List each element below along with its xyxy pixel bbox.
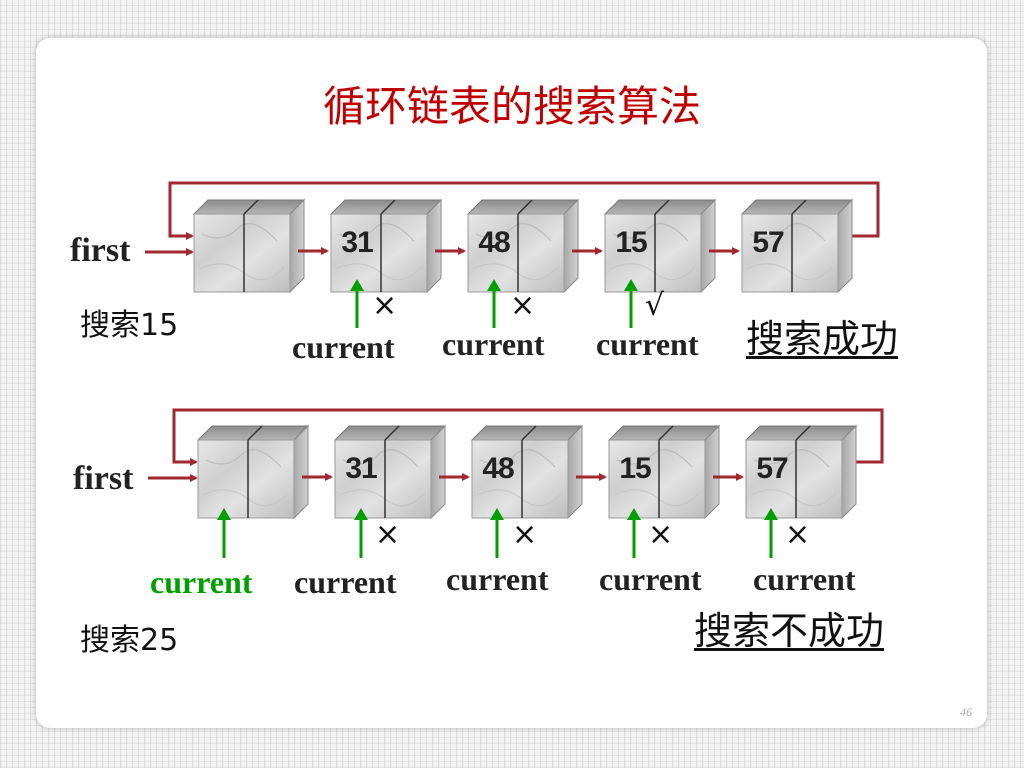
slide-panel <box>36 38 987 728</box>
bottom-mark-2: × <box>375 517 401 552</box>
bottom-node-2: 31 <box>333 424 447 520</box>
bottom-current-label-5: current <box>753 561 856 597</box>
bottom-circular-link <box>172 408 884 466</box>
top-current-pointer-1 <box>350 279 364 328</box>
top-search-label: 搜索15 <box>80 308 179 343</box>
page-number: 46 <box>960 705 972 719</box>
top-mark-1: × <box>372 288 398 323</box>
top-current-pointer-3 <box>624 279 638 328</box>
top-node-3: 48 <box>466 198 580 294</box>
bottom-node-2-value: 31 <box>345 452 377 485</box>
top-mark-3: √ <box>645 288 665 323</box>
bottom-node-1 <box>196 424 310 520</box>
bottom-current-label-2: current <box>294 564 397 600</box>
bottom-current-pointer-5 <box>764 508 778 558</box>
bottom-mark-5: × <box>785 517 811 552</box>
top-current-label-2: current <box>442 326 545 362</box>
top-result-label: 搜索成功 <box>746 317 899 361</box>
bottom-node-3: 48 <box>470 424 584 520</box>
top-node-3-value: 48 <box>478 226 510 259</box>
top-current-pointer-2 <box>487 279 501 328</box>
top-current-label-1: current <box>292 329 395 365</box>
bottom-search-label: 搜索25 <box>80 623 179 658</box>
top-node-5-value: 57 <box>752 226 784 259</box>
top-node-2: 31 <box>329 198 443 294</box>
top-list: 31 48 15 57 <box>145 181 880 328</box>
top-node-1 <box>192 198 306 294</box>
bottom-mark-4: × <box>648 517 674 552</box>
bottom-result-label: 搜索不成功 <box>694 609 885 653</box>
bottom-current-label-4: current <box>599 561 702 597</box>
bottom-current-pointer-2 <box>354 508 368 558</box>
bottom-mark-3: × <box>512 517 538 552</box>
top-first-label: first <box>70 232 131 269</box>
top-node-5: 57 <box>740 198 854 294</box>
top-mark-2: × <box>510 288 536 323</box>
bottom-first-label: first <box>73 460 134 497</box>
bottom-current-pointer-3 <box>490 508 504 558</box>
bottom-node-5: 57 <box>744 424 858 520</box>
bottom-node-5-value: 57 <box>756 452 788 485</box>
bottom-node-4: 15 <box>607 424 721 520</box>
top-node-4: 15 <box>603 198 717 294</box>
top-circular-link <box>168 181 880 240</box>
top-current-label-3: current <box>596 326 699 362</box>
bottom-list: 31 48 15 57 <box>148 408 884 558</box>
top-node-2-value: 31 <box>341 226 373 259</box>
bottom-current-pointer-1 <box>217 508 231 558</box>
bottom-current-pointer-4 <box>627 508 641 558</box>
bottom-node-4-value: 15 <box>619 452 651 485</box>
bottom-current-label-1: current <box>150 564 253 600</box>
top-node-4-value: 15 <box>615 226 647 259</box>
bottom-current-label-3: current <box>446 561 549 597</box>
bottom-node-3-value: 48 <box>482 452 514 485</box>
slide-title: 循环链表的搜索算法 <box>322 82 701 131</box>
